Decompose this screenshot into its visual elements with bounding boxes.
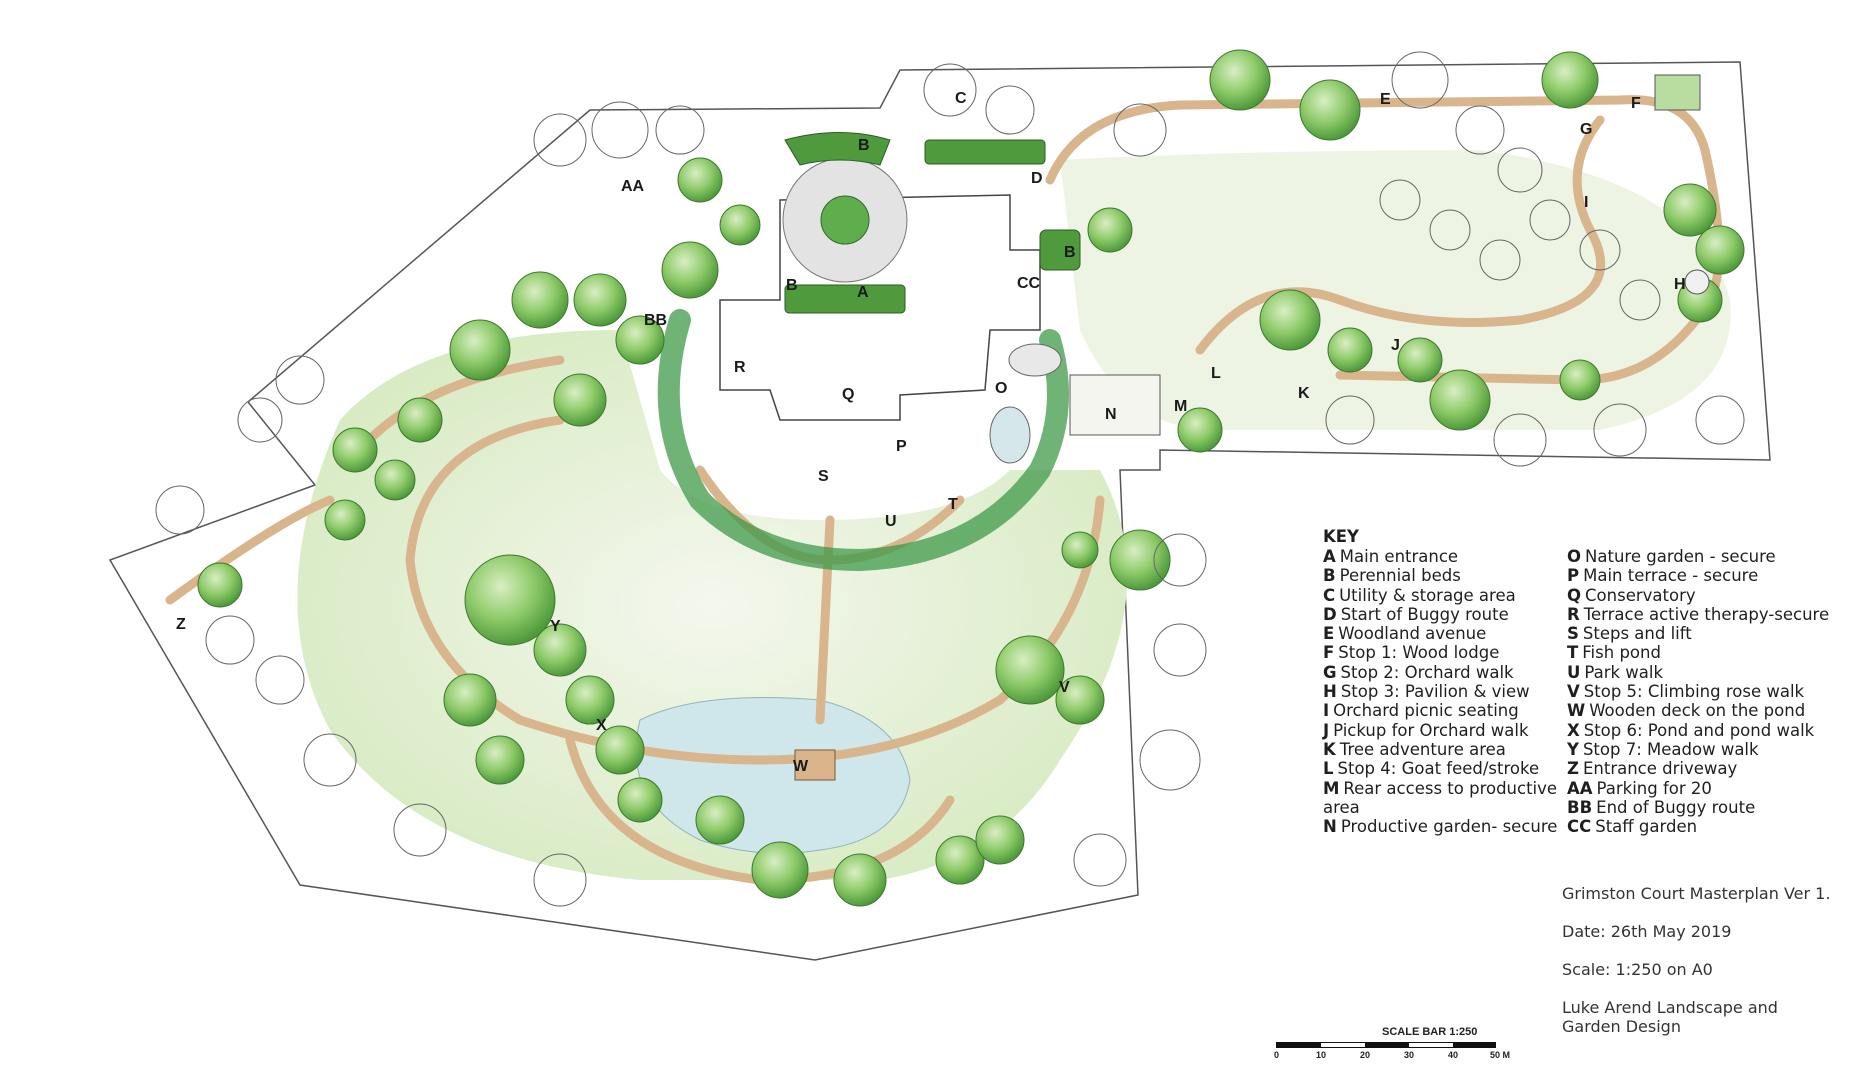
wooden-deck [794, 749, 836, 781]
map-label-e: E [1380, 91, 1391, 108]
map-label-k: K [1298, 385, 1310, 402]
map-label-l: L [1211, 365, 1221, 382]
scale-tick: 40 [1448, 1050, 1459, 1060]
terrace-hedge-ring [657, 309, 1069, 572]
perennial-bed-centre [784, 284, 906, 314]
map-label-z: Z [176, 616, 186, 633]
scale-tick: 10 [1316, 1050, 1327, 1060]
forecourt-planter [820, 195, 870, 245]
map-label-q: Q [842, 386, 854, 403]
map-label-t: T [948, 496, 958, 513]
scale-bar-graphic [1276, 1042, 1496, 1048]
nature-garden-feature [1008, 343, 1062, 377]
pavilion [1684, 269, 1710, 295]
map-label-m: M [1174, 398, 1187, 415]
scale-bar-title: SCALE BAR 1:250 [1382, 1026, 1478, 1038]
map-label-b: B [1064, 244, 1076, 261]
map-label-u: U [885, 513, 897, 530]
map-label-cc: CC [1017, 275, 1041, 292]
lawn-east [1060, 150, 1731, 430]
perennial-bed-strip [924, 139, 1046, 165]
plan-scale: Scale: 1:250 on A0 [1562, 960, 1713, 979]
wood-lodge [1654, 74, 1701, 111]
scale-tick: 0 [1274, 1050, 1280, 1060]
map-label-aa: AA [621, 178, 645, 195]
map-label-o: O [995, 380, 1007, 397]
key-title: KEY [1323, 527, 1360, 546]
map-label-s: S [818, 468, 829, 485]
title-block: Grimston Court Masterplan Ver 1. Date: 2… [1562, 884, 1852, 1036]
map-label-i: I [1584, 194, 1588, 211]
scale-tick: 50 M [1490, 1050, 1511, 1060]
scale-tick: 20 [1360, 1050, 1371, 1060]
productive-garden [1069, 374, 1161, 436]
site-boundary [108, 61, 1771, 961]
map-label-f: F [1631, 95, 1641, 112]
map-label-x: X [596, 717, 607, 734]
tree-canopies [197, 49, 1745, 907]
plan-title: Grimston Court Masterplan Ver 1. [1562, 884, 1831, 903]
map-label-r: R [734, 359, 746, 376]
map-label-n: N [1105, 406, 1117, 423]
buggy-path-east [1045, 95, 1724, 385]
map-label-y: Y [550, 618, 561, 635]
map-label-g: G [1580, 121, 1592, 138]
perennial-bed-east [1039, 229, 1081, 271]
map-label-a: A [857, 284, 869, 301]
map-label-j: J [1391, 337, 1400, 354]
map-label-w: W [793, 758, 809, 775]
scale-tick: 30 [1404, 1050, 1415, 1060]
map-label-p: P [896, 438, 907, 455]
map-label-bb: BB [644, 312, 667, 329]
map-label-c: C [955, 90, 967, 107]
map-label-h: H [1674, 276, 1686, 293]
map-label-b: B [786, 277, 798, 294]
designer-credit: Luke Arend Landscape and Garden Design [1562, 998, 1778, 1036]
scale-bar: SCALE BAR 1:250 0 10 20 30 40 50 M [1272, 1026, 1532, 1066]
fish-pond-feature [989, 406, 1031, 464]
map-label-b: B [858, 137, 870, 154]
driveway [165, 495, 335, 605]
perennial-bed-north [784, 132, 891, 166]
map-label-d: D [1031, 170, 1043, 187]
map-label-v: V [1059, 679, 1070, 696]
plan-date: Date: 26th May 2019 [1562, 922, 1732, 941]
outline-trees [155, 51, 1745, 907]
